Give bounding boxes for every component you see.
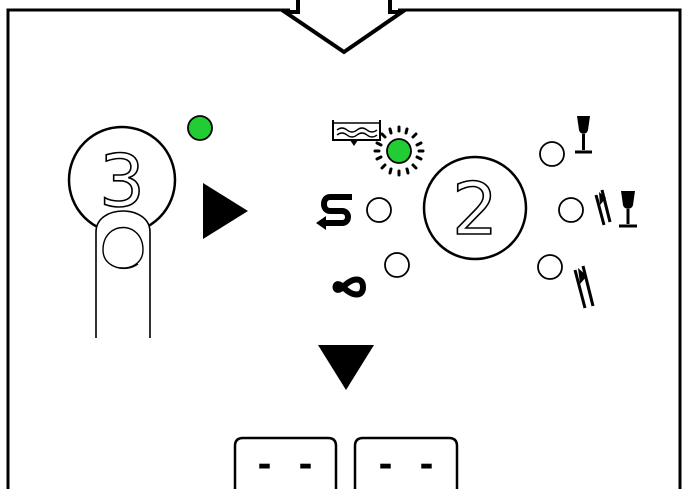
led-rinse: [367, 198, 391, 222]
play-right-icon: [203, 183, 248, 239]
water-tank-icon: [333, 120, 380, 146]
display-left: - -: [235, 438, 336, 489]
led-glass-cutlery: [559, 198, 583, 222]
panel-frame-right: [398, 10, 680, 489]
rinse-cycle-icon: [316, 197, 352, 230]
display-right-text: - -: [375, 445, 436, 485]
led-glass: [540, 142, 564, 166]
display-right: - -: [355, 438, 457, 489]
led-left-on: [188, 116, 212, 140]
led-water-blinking: [375, 127, 423, 175]
cutlery-glass-icon: [596, 190, 637, 226]
led-infinity: [385, 253, 409, 277]
display-left-text: - -: [254, 445, 315, 485]
step-2-number: 2: [452, 167, 498, 251]
step-2-button[interactable]: 2: [424, 157, 526, 259]
finger-press-icon: [96, 211, 150, 338]
cutlery-icon: [575, 266, 593, 308]
led-cutlery: [538, 255, 562, 279]
wine-glass-icon: [575, 116, 592, 152]
infinity-icon: [336, 280, 364, 295]
play-down-icon: [318, 345, 374, 390]
down-arrow-icon: [285, 0, 402, 52]
